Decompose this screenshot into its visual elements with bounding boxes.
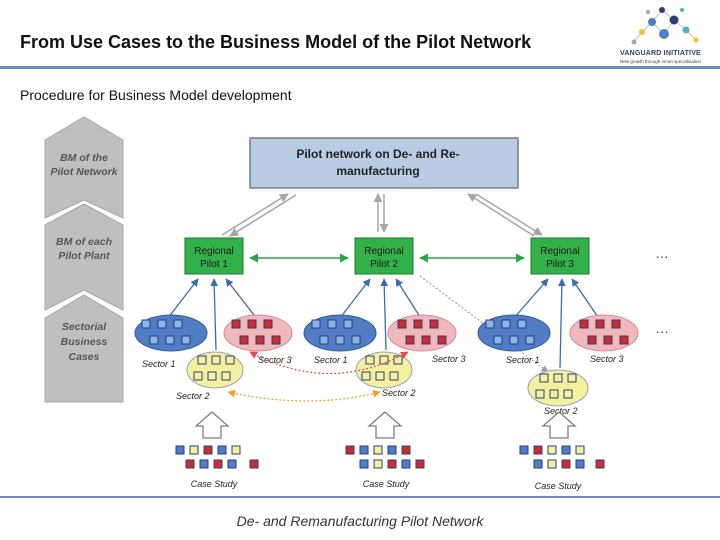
case-study-label-2: Case Study <box>363 479 410 489</box>
more-pilots-ellipsis: … <box>655 245 669 261</box>
sector-cluster-2 <box>303 314 457 389</box>
sector-cluster-1 <box>134 314 293 389</box>
level-3-label-c: Cases <box>69 351 100 363</box>
section-subtitle: Procedure for Business Model development <box>20 87 292 103</box>
level-chevron-network <box>44 116 124 219</box>
case-study-arrow-1 <box>194 411 230 439</box>
level-2-label-a: BM of each <box>56 236 112 248</box>
regional-pilot-2-line1: Regional <box>364 246 403 257</box>
regional-pilot-2-line2: Pilot 2 <box>370 259 398 270</box>
diagram-canvas: BM of the Pilot Network BM of each Pilot… <box>44 116 669 491</box>
cross-sector-2-link <box>227 389 381 402</box>
network-box <box>249 137 519 189</box>
cluster-3-sector-2-label: Sector 2 <box>544 406 578 416</box>
sector-cluster-3 <box>477 314 639 407</box>
cluster-3-sector-3-label: Sector 3 <box>590 354 624 364</box>
more-sectors-ellipsis: … <box>655 320 669 336</box>
case-study-squares-2 <box>345 445 425 469</box>
case-study-label-3: Case Study <box>535 481 582 491</box>
case-study-squares-1 <box>175 445 259 469</box>
level-1-label-a: BM of the <box>60 152 108 164</box>
case-study-arrow-3 <box>541 411 577 439</box>
regional-pilot-1-box <box>184 237 244 275</box>
network-box-line1: Pilot network on De- and Re- <box>296 147 459 161</box>
level-3-label-b: Business <box>61 336 108 348</box>
level-1-label-b: Pilot Network <box>50 166 118 178</box>
sector-pilot-arrows <box>167 278 601 369</box>
logo-tagline: New growth through smart specialisation <box>620 59 702 64</box>
cluster-2-sector-2-label: Sector 2 <box>382 388 416 398</box>
case-study-squares-3 <box>519 445 605 469</box>
regional-pilot-2-box <box>354 237 414 275</box>
cluster-3-sector-1-label: Sector 1 <box>506 355 540 365</box>
regional-pilot-3-box <box>530 237 590 275</box>
footer-divider <box>0 496 720 498</box>
cluster-1-sector-2-label: Sector 2 <box>176 391 210 401</box>
cluster-2-sector-1-label: Sector 1 <box>314 355 348 365</box>
regional-pilot-3-line2: Pilot 3 <box>546 259 574 270</box>
page-title: From Use Cases to the Business Model of … <box>20 32 532 52</box>
cluster-2-sector-3-label: Sector 3 <box>432 354 466 364</box>
logo-icon <box>631 7 699 45</box>
regional-pilot-1-line1: Regional <box>194 246 233 257</box>
network-box-line2: manufacturing <box>336 164 419 178</box>
network-pilot-arrows <box>221 193 543 237</box>
cluster-1-sector-3-label: Sector 3 <box>258 355 292 365</box>
regional-pilot-3-line1: Regional <box>540 246 579 257</box>
regional-pilot-1-line2: Pilot 1 <box>200 259 228 270</box>
header-divider <box>0 66 720 69</box>
level-chevron-sectorial <box>44 294 124 403</box>
case-study-label-1: Case Study <box>191 479 238 489</box>
level-chevrons <box>44 116 124 403</box>
case-study-arrow-2 <box>367 411 403 439</box>
level-chevron-pilot-plant <box>44 203 124 311</box>
cluster-1-sector-1-label: Sector 1 <box>142 359 176 369</box>
level-2-label-b: Pilot Plant <box>58 250 110 262</box>
cross-sector-3-link <box>249 351 409 375</box>
level-3-label-a: Sectorial <box>62 321 107 333</box>
logo-name: VANGUARD INITIATIVE <box>620 50 701 57</box>
footer-caption: De- and Remanufacturing Pilot Network <box>236 513 484 529</box>
